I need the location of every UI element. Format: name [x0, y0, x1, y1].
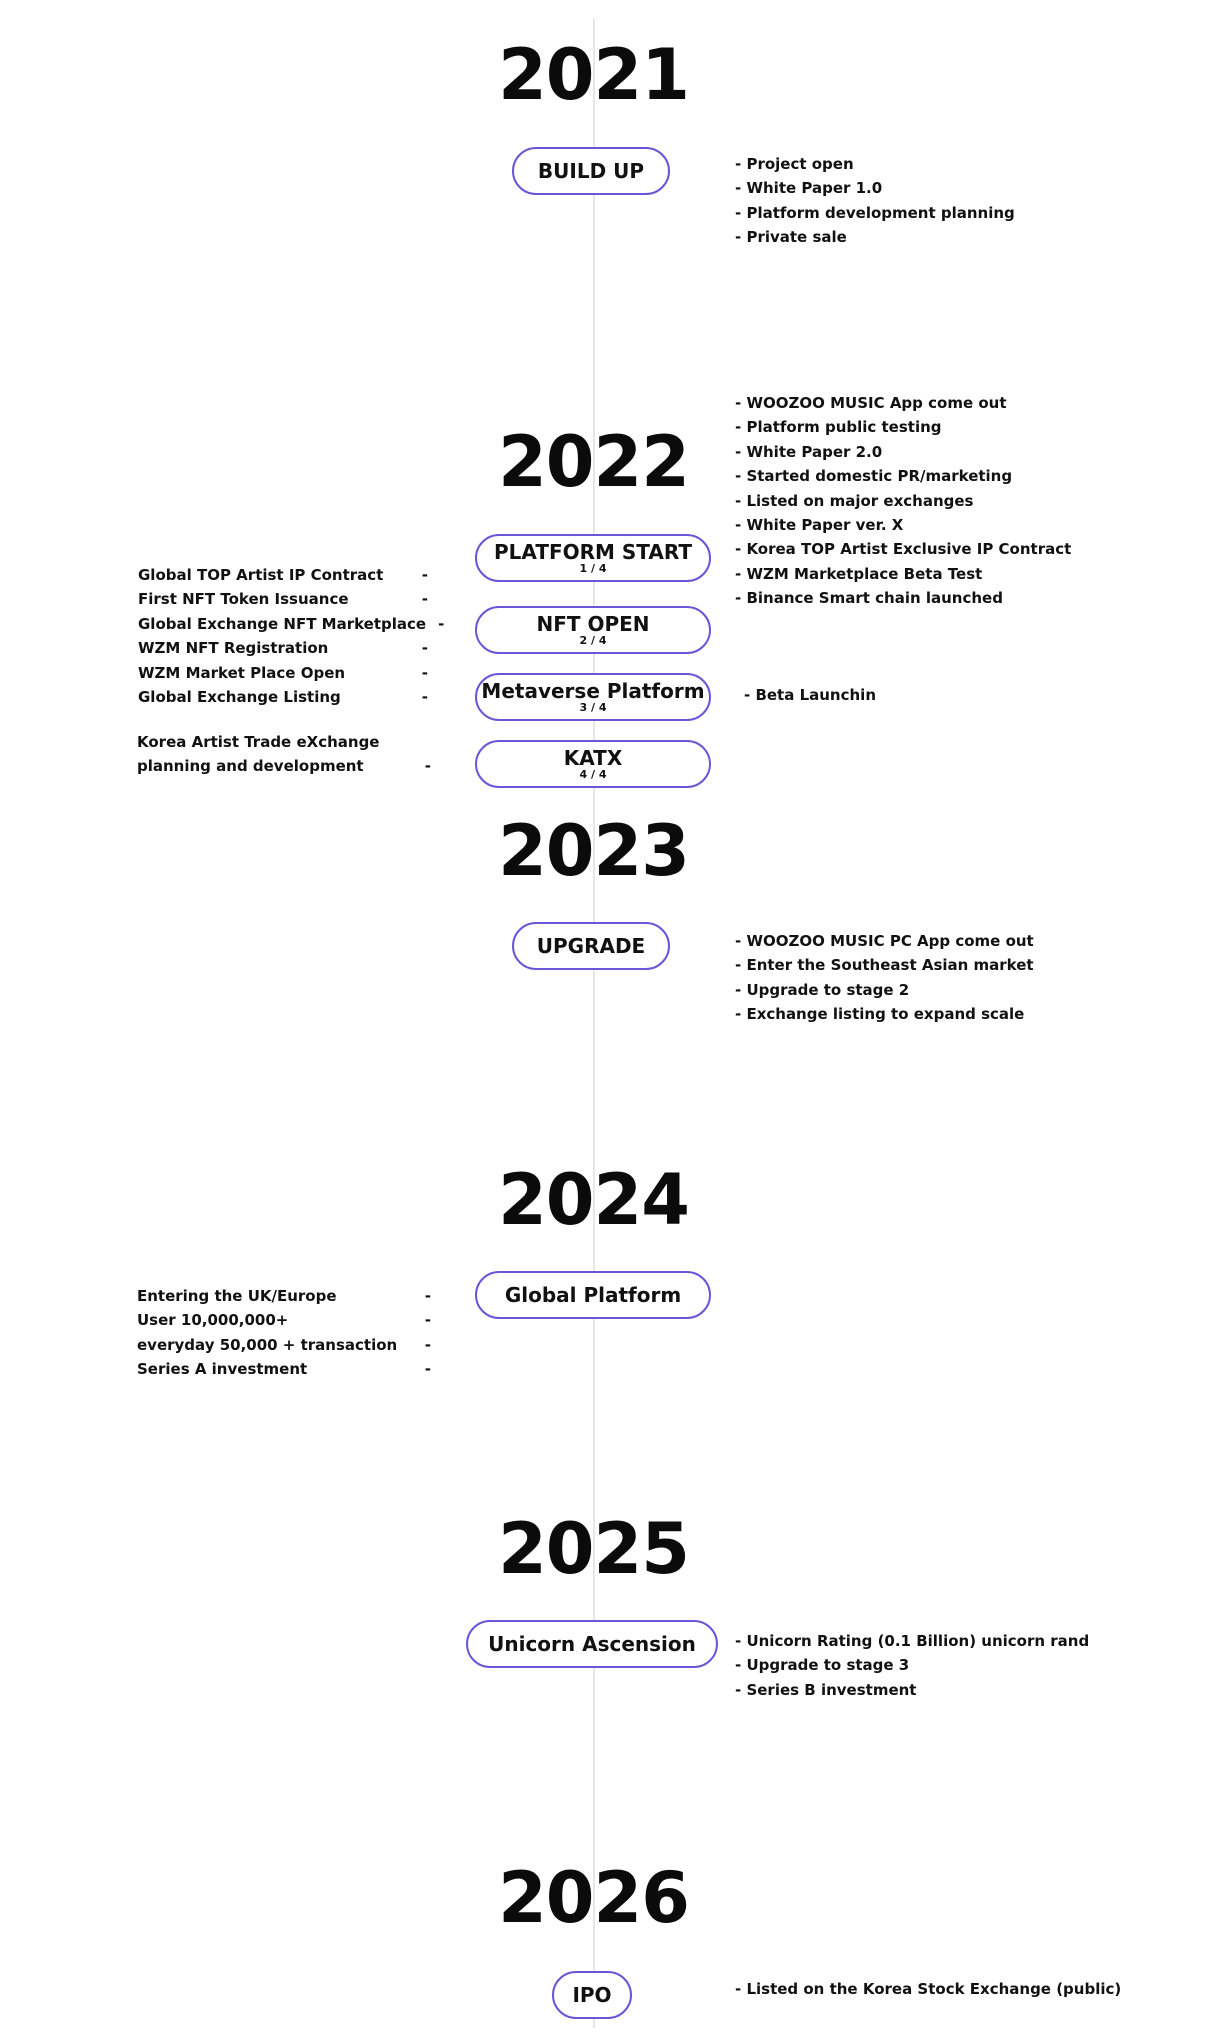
list-item: - Unicorn Rating (0.1 Billion) unicorn r…: [735, 1632, 1090, 1650]
year-2025-heading: 2025: [498, 1508, 690, 1590]
year-2022-heading: 2022: [498, 421, 690, 503]
list-item: - Upgrade to stage 3: [735, 1656, 910, 1675]
dash: -: [424, 1311, 431, 1330]
dash: -: [421, 663, 428, 682]
dash: -: [421, 590, 428, 609]
list-item-text: Global TOP Artist IP Contract: [138, 566, 384, 584]
katx-line-1: Korea Artist Trade eXchange: [137, 730, 431, 754]
list-item: Global Exchange Listing -: [138, 685, 428, 709]
dash: -: [421, 688, 428, 707]
list-item: - WOOZOO MUSIC PC App come out: [735, 932, 1034, 950]
list-item: - White Paper ver. X: [735, 516, 904, 535]
list-item: WZM Market Place Open -: [138, 661, 428, 685]
list-item: - Started domestic PR/marketing: [735, 467, 1013, 486]
list-item: Global Exchange NFT Marketplace-: [138, 612, 444, 636]
year-2023-heading: 2023: [498, 810, 690, 892]
stage-step: 4 / 4: [579, 767, 607, 781]
list-item-text: First NFT Token Issuance: [138, 590, 349, 609]
list-item-text: Series A investment: [137, 1360, 308, 1379]
list-2021: - Project open - White Paper 1.0 - Platf…: [735, 152, 1015, 250]
list-item: Entering the UK/Europe -: [137, 1284, 431, 1308]
stage-step: 1 / 4: [579, 561, 607, 575]
badge-ipo: IPO: [552, 1971, 632, 2019]
stage-title: Metaverse Platform: [481, 678, 705, 703]
dash: -: [421, 639, 428, 658]
badge-build-up-label: BUILD UP: [537, 159, 645, 183]
list-item: - Binance Smart chain launched: [735, 589, 1003, 608]
dash: -: [424, 1360, 431, 1379]
list-2022: - WOOZOO MUSIC App come out - Platform p…: [735, 391, 1071, 611]
list-item-text: Entering the UK/Europe: [137, 1287, 337, 1305]
badge-global-platform-label: Global Platform: [504, 1283, 682, 1307]
stage-title: PLATFORM START: [493, 539, 693, 564]
list-item: - Korea TOP Artist Exclusive IP Contract: [735, 540, 1072, 559]
stage-step: 3 / 4: [579, 700, 607, 714]
list-item-text: everyday 50,000 + transaction: [137, 1335, 398, 1354]
year-2024-heading: 2024: [498, 1159, 690, 1241]
list-item-text: WZM Market Place Open: [138, 663, 346, 682]
stage-step: 2 / 4: [579, 633, 607, 647]
list-item: WZM NFT Registration -: [138, 636, 428, 660]
list-item: - Private sale: [735, 228, 847, 247]
list-item: - White Paper 2.0: [735, 442, 883, 461]
badge-build-up: BUILD UP: [512, 147, 670, 195]
list-item: Global TOP Artist IP Contract -: [138, 563, 428, 587]
list-item: - Upgrade to stage 2: [735, 980, 910, 999]
dash: -: [421, 566, 428, 584]
list-item: - WZM Marketplace Beta Test: [735, 564, 983, 583]
list-2022-left: Global TOP Artist IP Contract - First NFT…: [138, 563, 444, 709]
badge-upgrade: UPGRADE: [512, 922, 670, 970]
list-item: - Enter the Southeast Asian market: [735, 956, 1034, 975]
katx-line-2-text: planning and development: [137, 757, 364, 776]
badge-global-platform: Global Platform: [475, 1271, 711, 1319]
list-item: Series A investment -: [137, 1357, 431, 1381]
dash: -: [424, 1287, 431, 1305]
badge-unicorn-ascension-label: Unicorn Ascension: [488, 1632, 696, 1656]
year-2026-heading: 2026: [498, 1857, 690, 1939]
list-item: - Platform development planning: [735, 203, 1015, 222]
list-item: - Listed on the Korea Stock Exchange (pu…: [735, 1980, 1122, 1998]
list-2023: - WOOZOO MUSIC PC App come out - Enter t…: [735, 929, 1034, 1027]
list-item: - Exchange listing to expand scale: [735, 1005, 1025, 1024]
stage-title: KATX: [563, 745, 623, 770]
badge-unicorn-ascension: Unicorn Ascension: [466, 1620, 718, 1668]
list-item: - White Paper 1.0: [735, 179, 883, 198]
list-item: - Series B investment: [735, 1680, 917, 1699]
badge-upgrade-label: UPGRADE: [536, 934, 646, 958]
badge-ipo-label: IPO: [572, 1983, 612, 2007]
year-2021-heading: 2021: [498, 34, 690, 116]
list-item: User 10,000,000+ -: [137, 1308, 431, 1332]
stage-platform-start: PLATFORM START 1 / 4: [475, 534, 711, 582]
list-item: - Listed on major exchanges: [735, 491, 974, 510]
list-2026: - Listed on the Korea Stock Exchange (pu…: [735, 1977, 1121, 2001]
list-item: everyday 50,000 + transaction -: [137, 1333, 431, 1357]
katx-line-1-text: Korea Artist Trade eXchange: [137, 733, 380, 751]
list-item: - Platform public testing: [735, 418, 942, 437]
katx-line-2: planning and development -: [137, 754, 431, 778]
stage-title: NFT OPEN: [536, 611, 650, 636]
list-item-text: Global Exchange Listing: [138, 688, 341, 707]
stage-metaverse-platform: Metaverse Platform 3 / 4: [475, 673, 711, 721]
list-item: - Project open: [735, 155, 854, 173]
list-item: First NFT Token Issuance -: [138, 587, 428, 611]
katx-description: Korea Artist Trade eXchange planning and…: [137, 730, 431, 779]
list-item-text: User 10,000,000+: [137, 1311, 289, 1330]
dash: -: [438, 614, 445, 633]
list-item-text: Global Exchange NFT Marketplace: [138, 614, 427, 633]
list-2025: - Unicorn Rating (0.1 Billion) unicorn r…: [735, 1629, 1089, 1702]
metaverse-note: - Beta Launchin: [744, 686, 876, 704]
stage-nft-open: NFT OPEN 2 / 4: [475, 606, 711, 654]
timeline-line: [593, 18, 595, 2028]
list-item: - WOOZOO MUSIC App come out: [735, 394, 1007, 412]
dash: -: [424, 1335, 431, 1354]
list-2024-left: Entering the UK/Europe - User 10,000,000+…: [137, 1284, 431, 1382]
stage-katx: KATX 4 / 4: [475, 740, 711, 788]
dash: -: [424, 757, 431, 776]
list-item-text: WZM NFT Registration: [138, 639, 329, 658]
